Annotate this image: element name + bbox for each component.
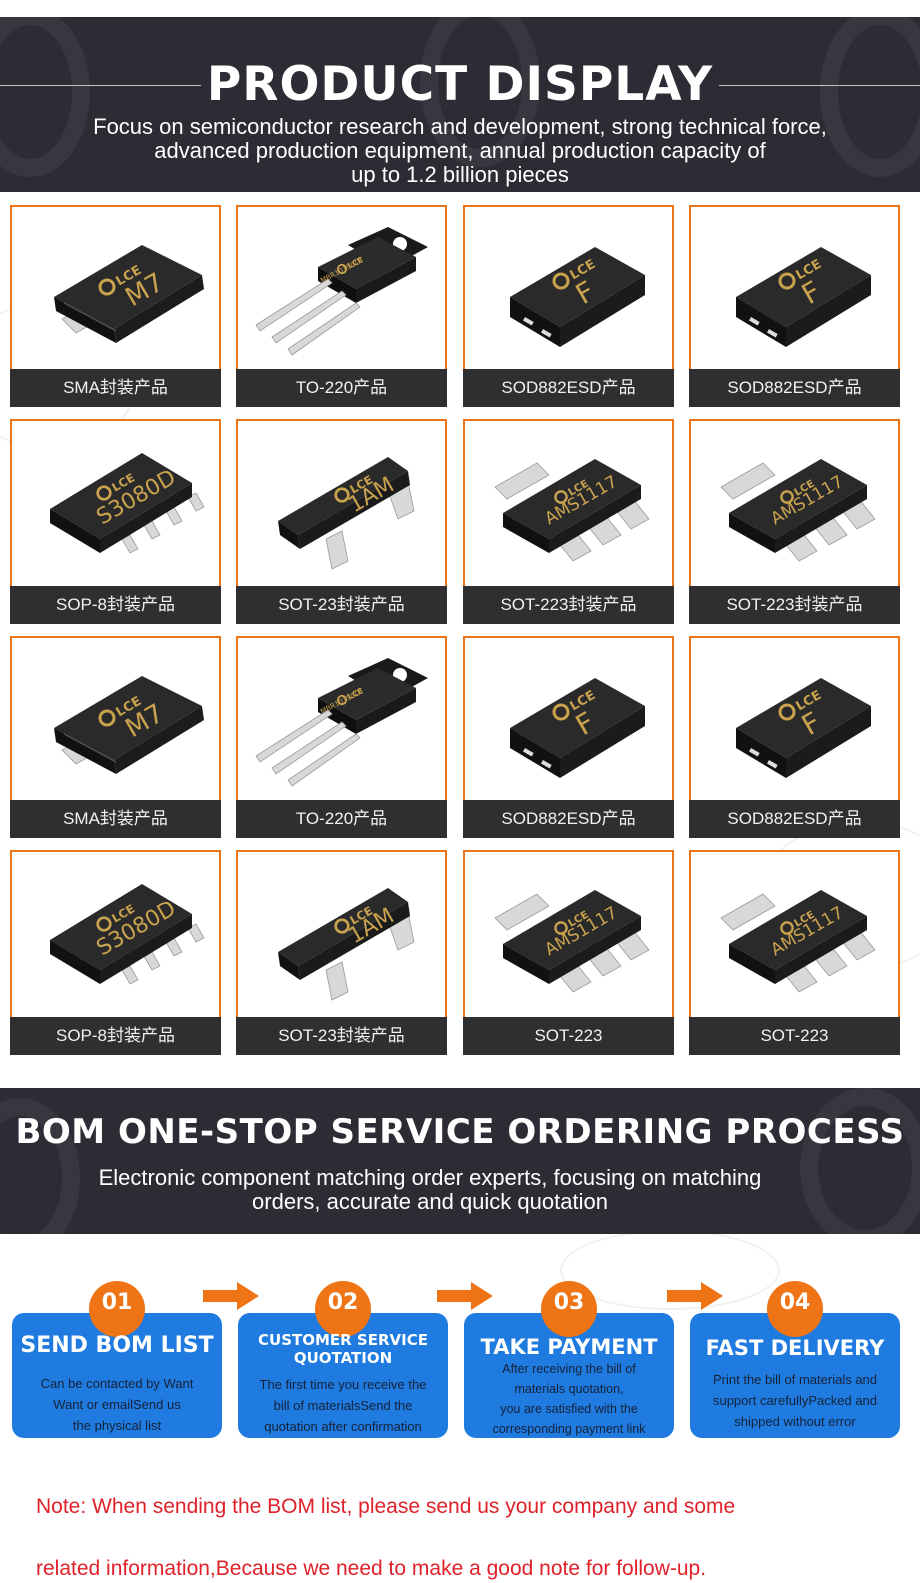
product-image: LCE M7 xyxy=(12,207,219,369)
sod882-chip-icon: LCE F xyxy=(736,678,871,778)
product-image: LCE 1AM xyxy=(238,852,445,1017)
title-rule-left xyxy=(0,84,201,86)
step-title: SEND BOM LIST xyxy=(20,1333,214,1358)
bom-title: BOM ONE-STOP SERVICE ORDERING PROCESS xyxy=(15,1112,905,1152)
sop8-chip-icon: LCE S3080D xyxy=(50,884,205,985)
product-caption: SOD882ESD产品 xyxy=(463,800,674,838)
product-card[interactable]: LCE 1AM SOT-23封装产品 xyxy=(236,850,447,1055)
sma-chip-icon: LCE M7 xyxy=(54,676,204,774)
product-image: LCE AMS1117 xyxy=(691,421,898,586)
product-image: LCE MBR10150CT xyxy=(238,638,445,800)
product-caption: SOT-223封装产品 xyxy=(463,586,674,624)
step-take-payment: 03 TAKE PAYMENT After receiving the bill… xyxy=(464,1281,674,1438)
sod882-chip-icon: LCE F xyxy=(510,678,645,778)
product-caption: SMA封装产品 xyxy=(10,369,221,407)
sod882-chip-icon: LCE F xyxy=(510,247,645,347)
product-card[interactable]: LCE M7 SMA封装产品 xyxy=(10,205,221,407)
product-card[interactable]: LCE MBR10150CT TO-220产品 xyxy=(236,205,447,407)
to220-transistor-icon: LCE MBR10150CT xyxy=(255,227,428,356)
product-card[interactable]: LCE F SOD882ESD产品 xyxy=(463,636,674,838)
product-card[interactable]: LCE MBR10150CT TO-220产品 xyxy=(236,636,447,838)
product-caption: TO-220产品 xyxy=(236,369,447,407)
sot223-chip-icon: LCE AMS1117 xyxy=(494,459,650,562)
arrow-right-icon xyxy=(667,1282,723,1310)
product-card[interactable]: LCE S3080D SOP-8封装产品 xyxy=(10,419,221,624)
product-image: LCE AMS1117 xyxy=(465,421,672,586)
product-card[interactable]: LCE AMS1117 SOT-223封装产品 xyxy=(689,419,900,624)
product-caption: SOT-223 xyxy=(689,1017,900,1055)
product-card[interactable]: LCE F SOD882ESD产品 xyxy=(689,636,900,838)
product-caption: SOT-23封装产品 xyxy=(236,586,447,624)
step-number-badge: 03 xyxy=(541,1281,597,1337)
step-number-badge: 04 xyxy=(767,1281,823,1337)
product-image: LCE AMS1117 xyxy=(691,852,898,1017)
step-title: TAKE PAYMENT xyxy=(480,1335,658,1359)
product-image: LCE F xyxy=(465,207,672,369)
step-fast-delivery: 04 FAST DELIVERY Print the bill of mater… xyxy=(690,1281,900,1438)
step-send-bom-list: 01 SEND BOM LIST Can be contacted by Wan… xyxy=(12,1281,222,1438)
sot23-chip-icon: LCE 1AM xyxy=(278,457,415,570)
product-image: LCE MBR10150CT xyxy=(238,207,445,369)
product-image: LCE S3080D xyxy=(12,421,219,586)
sot23-chip-icon: LCE 1AM xyxy=(278,888,415,1001)
product-card[interactable]: LCE F SOD882ESD产品 xyxy=(689,205,900,407)
product-caption: SOD882ESD产品 xyxy=(689,800,900,838)
product-caption: SOP-8封装产品 xyxy=(10,1017,221,1055)
product-display-header: PRODUCT DISPLAY Focus on semiconductor r… xyxy=(0,17,920,192)
section-subtitle: Focus on semiconductor research and deve… xyxy=(93,114,827,187)
product-image: LCE F xyxy=(691,207,898,369)
product-image: LCE F xyxy=(465,638,672,800)
product-caption: SOD882ESD产品 xyxy=(689,369,900,407)
product-card[interactable]: LCE AMS1117 SOT-223 xyxy=(689,850,900,1055)
product-image: LCE S3080D xyxy=(12,852,219,1017)
product-caption: SOD882ESD产品 xyxy=(463,369,674,407)
product-image: LCE F xyxy=(691,638,898,800)
product-image: LCE 1AM xyxy=(238,421,445,586)
sot223-chip-icon: LCE AMS1117 xyxy=(494,890,650,993)
product-card[interactable]: LCE AMS1117 SOT-223封装产品 xyxy=(463,419,674,624)
product-image: LCE M7 xyxy=(12,638,219,800)
arrow-right-icon xyxy=(203,1282,259,1310)
step-number-badge: 01 xyxy=(89,1281,145,1337)
sma-chip-icon: LCE M7 xyxy=(54,245,204,343)
product-caption: TO-220产品 xyxy=(236,800,447,838)
arrow-right-icon xyxy=(437,1282,493,1310)
sop8-chip-icon: LCE S3080D xyxy=(50,453,205,554)
product-card[interactable]: LCE M7 SMA封装产品 xyxy=(10,636,221,838)
product-image: LCE AMS1117 xyxy=(465,852,672,1017)
sot223-chip-icon: LCE AMS1117 xyxy=(720,890,876,993)
product-caption: SMA封装产品 xyxy=(10,800,221,838)
product-caption: SOT-23封装产品 xyxy=(236,1017,447,1055)
title-rule-right xyxy=(719,84,920,86)
product-caption: SOP-8封装产品 xyxy=(10,586,221,624)
product-card[interactable]: LCE AMS1117 SOT-223 xyxy=(463,850,674,1055)
product-card[interactable]: LCE 1AM SOT-23封装产品 xyxy=(236,419,447,624)
product-caption: SOT-223 xyxy=(463,1017,674,1055)
bom-subtitle: Electronic component matching order expe… xyxy=(98,1165,762,1214)
sot223-chip-icon: LCE AMS1117 xyxy=(720,459,876,562)
sod882-chip-icon: LCE F xyxy=(736,247,871,347)
product-caption: SOT-223封装产品 xyxy=(689,586,900,624)
to220-transistor-icon: LCE MBR10150CT xyxy=(255,658,428,787)
step-number-badge: 02 xyxy=(315,1281,371,1337)
product-card[interactable]: LCE F SOD882ESD产品 xyxy=(463,205,674,407)
bom-note: Note: When sending the BOM list, please … xyxy=(36,1495,736,1580)
step-title: FAST DELIVERY xyxy=(705,1336,885,1360)
section-title: PRODUCT DISPLAY xyxy=(206,57,714,112)
bom-process-header: BOM ONE-STOP SERVICE ORDERING PROCESS El… xyxy=(0,1088,920,1234)
product-card[interactable]: LCE S3080D SOP-8封装产品 xyxy=(10,850,221,1055)
